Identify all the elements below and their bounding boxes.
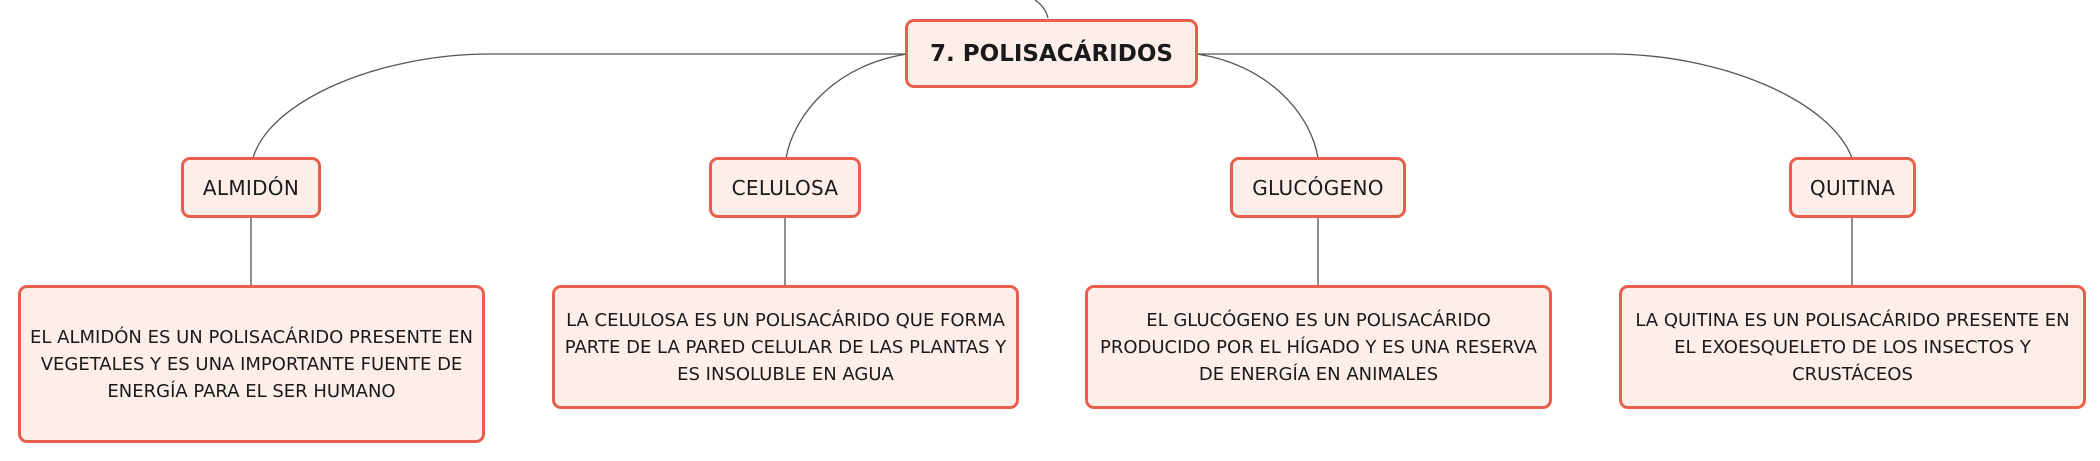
- description-text: EL GLUCÓGENO ES UN POLISACÁRIDO PRODUCID…: [1099, 309, 1537, 385]
- connector-root-almidon: [252, 53, 907, 159]
- connector-root-celulosa: [785, 53, 908, 159]
- topic-label: ALMIDÓN: [202, 175, 300, 200]
- topic-label: CELULOSA: [731, 175, 839, 200]
- description-text: EL ALMIDÓN ES UN POLISACÁRIDO PRESENTE E…: [30, 326, 473, 402]
- connector-root-glucogeno: [1196, 53, 1319, 159]
- topic-node-almidon[interactable]: ALMIDÓN: [181, 157, 321, 218]
- topic-node-glucogeno[interactable]: GLUCÓGENO: [1230, 157, 1406, 218]
- connector-parent-stub: [1034, 0, 1049, 19]
- description-text: LA QUITINA ES UN POLISACÁRIDO PRESENTE E…: [1635, 309, 2070, 385]
- description-node-quitina[interactable]: LA QUITINA ES UN POLISACÁRIDO PRESENTE E…: [1619, 285, 2086, 409]
- connector-root-quitina: [1197, 53, 1853, 159]
- topic-node-celulosa[interactable]: CELULOSA: [709, 157, 861, 218]
- description-node-glucogeno[interactable]: EL GLUCÓGENO ES UN POLISACÁRIDO PRODUCID…: [1085, 285, 1552, 409]
- topic-node-quitina[interactable]: QUITINA: [1789, 157, 1916, 218]
- topic-label: GLUCÓGENO: [1252, 175, 1384, 200]
- root-label: 7. POLISACÁRIDOS: [930, 40, 1173, 67]
- root-node[interactable]: 7. POLISACÁRIDOS: [905, 19, 1198, 88]
- description-text: LA CELULOSA ES UN POLISACÁRIDO QUE FORMA…: [564, 309, 1007, 385]
- topic-label: QUITINA: [1809, 175, 1896, 200]
- description-node-celulosa[interactable]: LA CELULOSA ES UN POLISACÁRIDO QUE FORMA…: [552, 285, 1019, 409]
- description-node-almidon[interactable]: EL ALMIDÓN ES UN POLISACÁRIDO PRESENTE E…: [18, 285, 485, 443]
